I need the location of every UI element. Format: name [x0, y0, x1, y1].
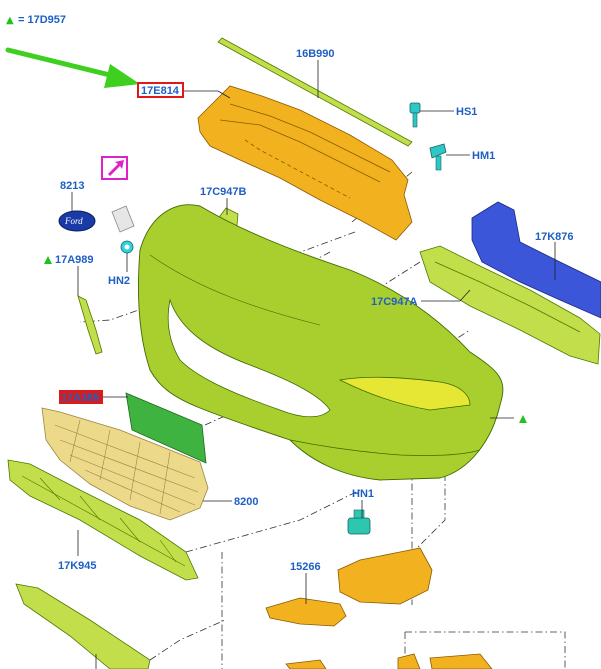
- label-HS1[interactable]: HS1: [456, 106, 477, 118]
- part-16B990[interactable]: [217, 37, 413, 147]
- svg-text:Ford: Ford: [64, 216, 83, 226]
- triangle-marker-icon: [44, 256, 52, 264]
- leader-lines: [71, 60, 556, 669]
- part-badge-bracket: [111, 205, 135, 233]
- part-17A385[interactable]: [125, 392, 207, 464]
- label-17E814[interactable]: 17E814: [141, 85, 180, 97]
- highlight-box-17E814: [137, 82, 184, 98]
- label-17K945[interactable]: 17K945: [58, 560, 97, 572]
- part-17E814[interactable]: [197, 85, 413, 241]
- ford-badge-icon[interactable]: Ford: [58, 210, 96, 232]
- label-17C947A[interactable]: 17C947A: [371, 296, 418, 308]
- label-17A385[interactable]: 17A385: [61, 392, 100, 404]
- label-HN2[interactable]: HN2: [108, 275, 130, 287]
- label-15266[interactable]: 15266: [290, 561, 321, 573]
- triangle-markers: [44, 256, 527, 423]
- label-16B990[interactable]: 16B990: [296, 48, 335, 60]
- part-15266[interactable]: [265, 547, 433, 627]
- link-icon[interactable]: [101, 156, 128, 180]
- part-17K945[interactable]: [7, 459, 199, 581]
- clip-HN1-icon[interactable]: [347, 509, 371, 535]
- clip-HN2-icon[interactable]: [120, 240, 134, 254]
- label-8200[interactable]: 8200: [234, 496, 258, 508]
- part-17K876[interactable]: [471, 201, 601, 319]
- part-bottom-trim: [285, 653, 493, 669]
- label-17C947B[interactable]: 17C947B: [200, 186, 247, 198]
- part-lower-lip[interactable]: [15, 583, 151, 669]
- triangle-marker-icon: [519, 415, 527, 423]
- clip-HS1-icon[interactable]: [409, 102, 421, 128]
- part-8200[interactable]: [41, 407, 209, 521]
- label-HM1[interactable]: HM1: [472, 150, 495, 162]
- part-17C947A[interactable]: [419, 245, 601, 365]
- part-17A989[interactable]: [77, 295, 103, 355]
- legend: ▲ = 17D957: [6, 14, 66, 26]
- label-17A989[interactable]: 17A989: [55, 254, 94, 266]
- clip-HM1-icon[interactable]: [429, 143, 447, 171]
- pointer-arrow-icon: [5, 47, 140, 88]
- part-bumper-cover[interactable]: [138, 204, 504, 481]
- highlight-fill-17A385: [59, 390, 103, 404]
- legend-triangle-icon: ▲: [6, 15, 14, 26]
- label-HN1[interactable]: HN1: [352, 488, 374, 500]
- legend-text: = 17D957: [18, 14, 66, 26]
- label-17K876[interactable]: 17K876: [535, 231, 574, 243]
- label-8213[interactable]: 8213: [60, 180, 84, 192]
